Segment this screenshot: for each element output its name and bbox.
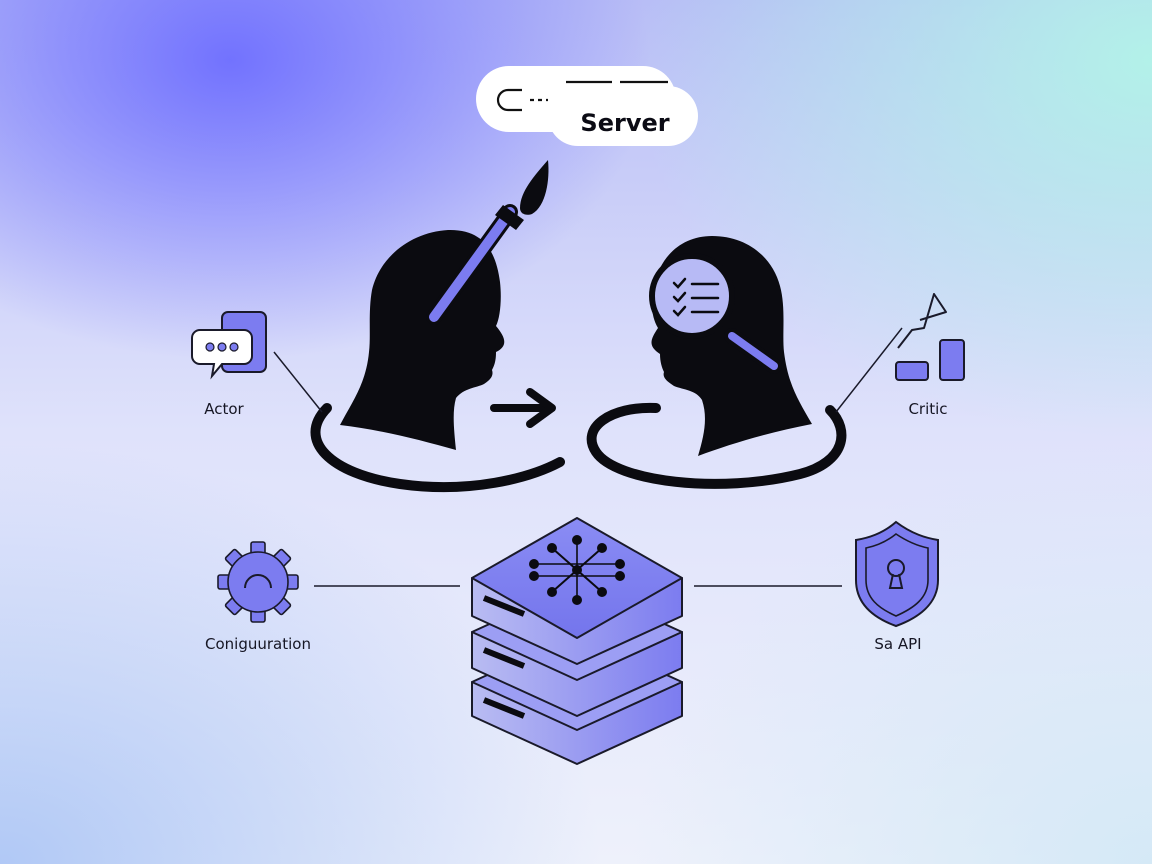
- actor-node: Actor: [191, 311, 323, 418]
- link-glyph-icon: [496, 80, 668, 112]
- actor-connector: [273, 351, 323, 413]
- network-nodes-icon: [529, 535, 625, 605]
- gear-icon: [217, 541, 299, 623]
- arrow-right-icon: [490, 388, 556, 428]
- chart-trend-icon: [895, 293, 965, 381]
- critic-label: Critic: [908, 400, 947, 418]
- actor-figure: [310, 160, 565, 493]
- page-title: Server: [580, 109, 669, 137]
- api-node: Sa API: [694, 520, 939, 653]
- shield-lock-icon: [855, 520, 939, 628]
- critic-figure: [586, 236, 847, 489]
- critic-node: Critic: [835, 293, 965, 418]
- critic-orbit-ring: [586, 402, 847, 489]
- header-pill-front: [548, 86, 698, 146]
- actor-orbit-ring: [310, 403, 565, 493]
- paintbrush-icon: [426, 160, 549, 325]
- header-pill: Server: [476, 66, 698, 146]
- configuration-label: Coniguuration: [205, 635, 311, 653]
- server-stack-icon: [471, 517, 683, 765]
- api-label: Sa API: [874, 635, 921, 653]
- server-unit-top: [471, 517, 683, 665]
- magnifier-checklist-icon: [649, 253, 782, 374]
- configuration-node: Coniguuration: [205, 541, 460, 653]
- actor-label: Actor: [204, 400, 244, 418]
- chat-bubble-icon: [191, 311, 267, 380]
- critic-connector: [835, 327, 903, 413]
